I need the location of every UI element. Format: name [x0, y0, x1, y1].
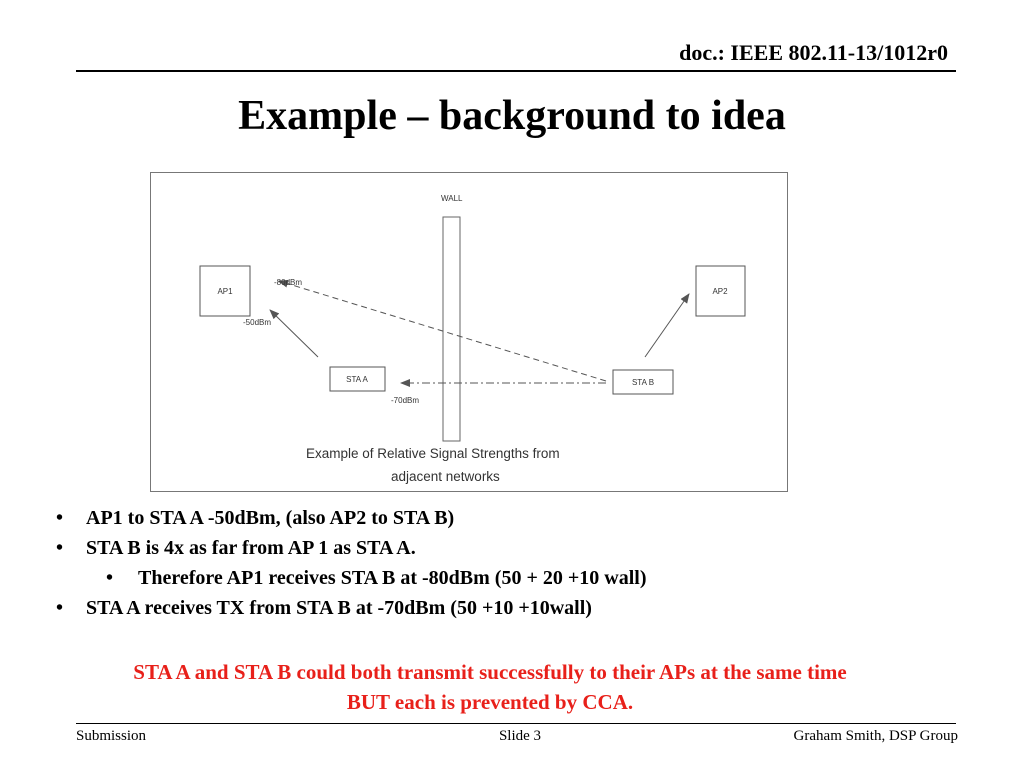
ap2-label: AP2	[712, 287, 728, 296]
ap2-box	[695, 265, 746, 317]
conclusion-text: STA A and STA B could both transmit succ…	[0, 657, 980, 717]
bullet-item: • STA A receives TX from STA B at -70dBm…	[56, 593, 956, 623]
conclusion-line2: BUT each is prevented by CCA.	[346, 690, 634, 714]
signal-50-label: -50dBm	[243, 318, 271, 327]
signal-70-label: -70dBm	[391, 396, 419, 405]
bullet-text: STA A receives TX from STA B at -70dBm (…	[86, 597, 592, 619]
signal-strength-diagram: WALL AP1 AP2 STA A STA B -80dBm -50dBm -…	[150, 172, 788, 492]
bullet-marker: •	[56, 597, 64, 619]
arrow-sta-b-to-ap2	[644, 293, 690, 358]
bullet-text: STA B is 4x as far from AP 1 as STA A.	[86, 537, 416, 559]
bullet-marker: •	[106, 567, 114, 589]
bullet-text: Therefore AP1 receives STA B at -80dBm (…	[138, 567, 647, 589]
diagram-caption-line1: Example of Relative Signal Strengths fro…	[306, 446, 560, 461]
bullet-item: • AP1 to STA A -50dBm, (also AP2 to STA …	[56, 503, 956, 533]
bullet-marker: •	[56, 507, 64, 529]
wall	[442, 216, 461, 442]
sta-a-box	[329, 366, 386, 392]
ap1-label: AP1	[217, 287, 233, 296]
sta-b-label: STA B	[632, 378, 654, 387]
diagram-canvas: WALL AP1 AP2 STA A STA B -80dBm -50dBm -…	[199, 194, 746, 484]
document-id: doc.: IEEE 802.11-13/1012r0	[679, 40, 948, 65]
footer-author: Graham Smith, DSP Group	[793, 728, 958, 744]
bullet-text: AP1 to STA A -50dBm, (also AP2 to STA B)	[86, 507, 455, 529]
bullet-marker: •	[56, 537, 64, 559]
arrow-sta-b-to-ap1	[278, 279, 607, 382]
slide-title: Example – background to idea	[238, 93, 786, 139]
sta-a-label: STA A	[346, 375, 368, 384]
footer-submission: Submission	[76, 728, 147, 744]
footer-divider	[76, 723, 956, 724]
bullet-list: • AP1 to STA A -50dBm, (also AP2 to STA …	[56, 503, 956, 623]
header-divider	[76, 70, 956, 72]
footer-slide-number: Slide 3	[498, 728, 542, 744]
wall-label: WALL	[441, 194, 463, 203]
ap1-box	[199, 265, 251, 317]
arrow-sta-a-to-ap1	[269, 309, 319, 358]
sub-bullet-item: • Therefore AP1 receives STA B at -80dBm…	[56, 563, 956, 593]
bullet-item: • STA B is 4x as far from AP 1 as STA A.	[56, 533, 956, 563]
sta-b-box	[612, 369, 674, 395]
conclusion-line1: STA A and STA B could both transmit succ…	[133, 660, 847, 684]
diagram-caption-line2: adjacent networks	[391, 469, 500, 484]
signal-80-label: -80dBm	[274, 278, 302, 287]
